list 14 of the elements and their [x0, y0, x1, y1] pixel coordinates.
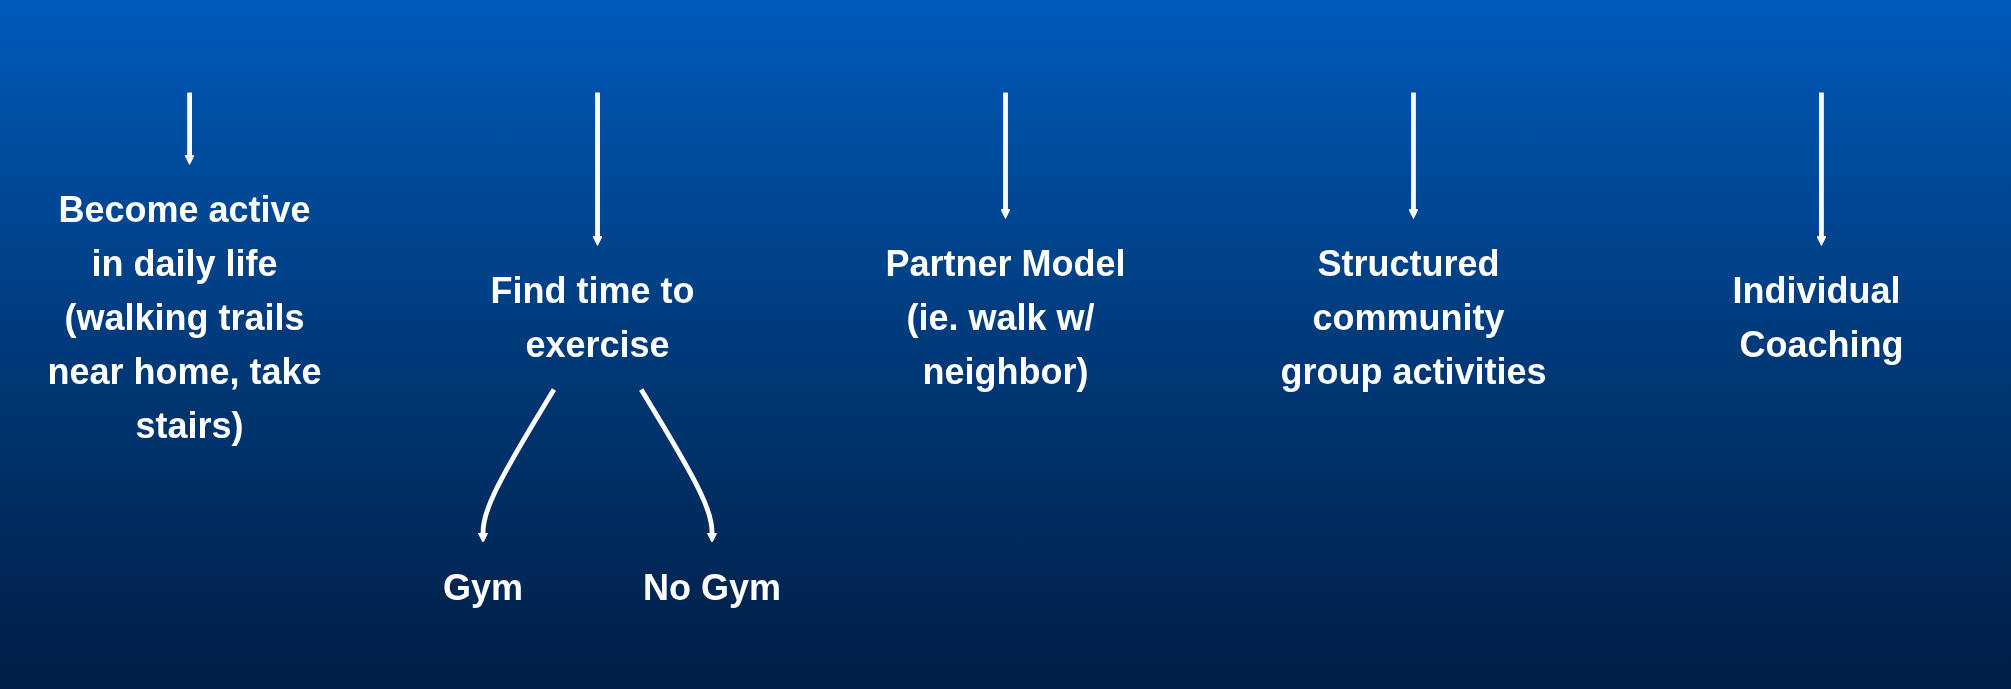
arrow — [1408, 92, 1419, 219]
arrow — [184, 92, 195, 165]
arrow — [1000, 92, 1011, 219]
node-text: Individual Coaching — [1732, 270, 1904, 365]
node-text: Gym — [443, 567, 524, 608]
node-text: Become active in daily life (walking trails near home, take stairs) — [47, 189, 322, 446]
arrow — [639, 388, 718, 543]
arrow — [592, 92, 603, 246]
node-text: No Gym — [643, 567, 782, 608]
node-text: Structured community group activities — [1280, 243, 1547, 392]
node-text: Partner Model (ie. walk w/ neighbor) — [885, 243, 1126, 392]
node-text: Find time to exercise — [490, 270, 695, 365]
arrow — [1816, 92, 1827, 246]
arrow — [477, 388, 556, 543]
